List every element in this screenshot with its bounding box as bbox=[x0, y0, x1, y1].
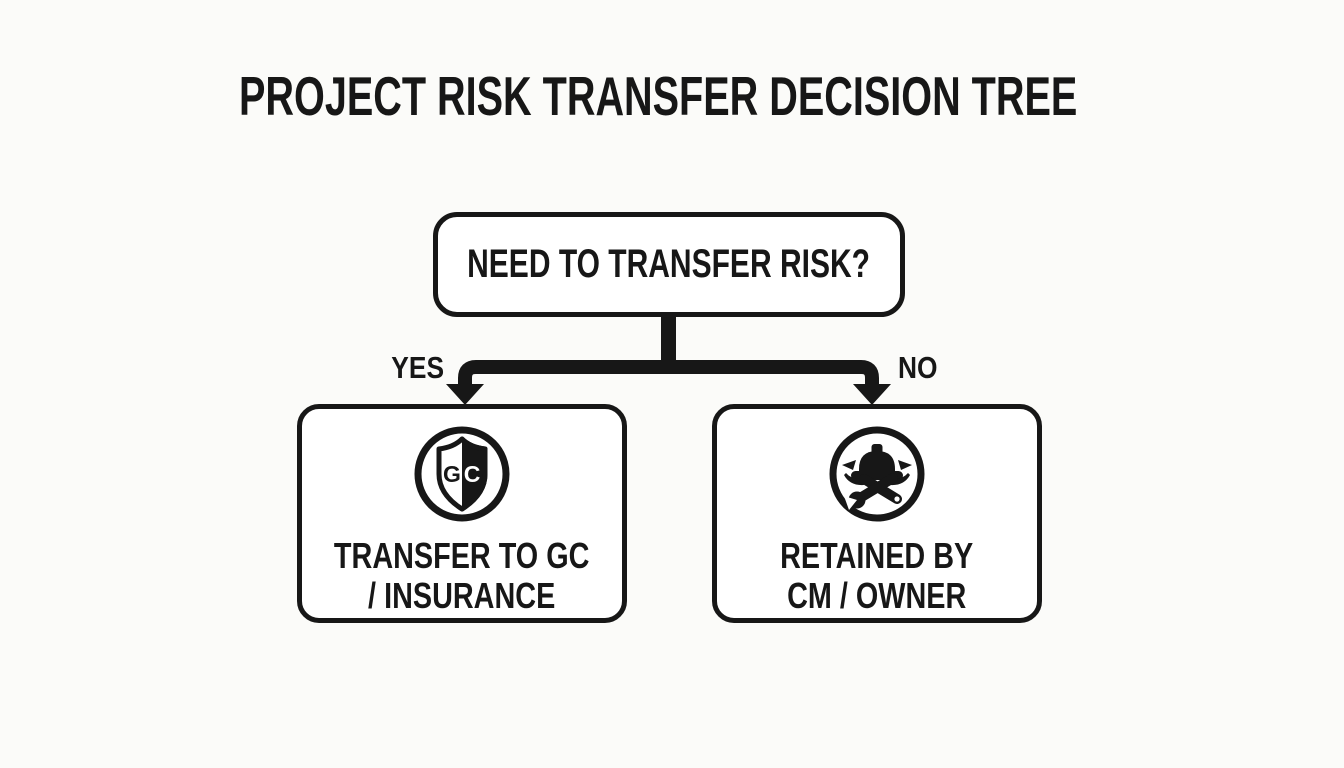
transfer-outcome-line2: / INSURANCE bbox=[368, 575, 556, 616]
no-arrowhead bbox=[853, 384, 891, 405]
hardhat-left-flag bbox=[842, 460, 856, 470]
yes-branch-label: YES bbox=[391, 350, 444, 385]
no-branch-label: NO bbox=[898, 350, 938, 385]
page-title: PROJECT RISK TRANSFER DECISION TREE bbox=[0, 68, 1316, 124]
page-title-text: PROJECT RISK TRANSFER DECISION TREE bbox=[238, 65, 1078, 127]
transfer-outcome-line1: TRANSFER TO GC bbox=[334, 535, 590, 576]
root-question-label: NEED TO TRANSFER RISK? bbox=[467, 242, 871, 286]
shield-icon-ring bbox=[414, 426, 510, 522]
hardhat-icon-ring bbox=[829, 426, 925, 522]
screwdriver-hole bbox=[894, 496, 900, 502]
connector-bar bbox=[458, 360, 879, 387]
hardhat-right-flag bbox=[898, 460, 912, 470]
shield-letter-c: C bbox=[464, 461, 481, 487]
hardhat-dome bbox=[859, 451, 895, 474]
shield-gc-icon: G C bbox=[414, 426, 510, 522]
outcome-node-retained: RETAINED BY CM / OWNER bbox=[712, 404, 1042, 623]
hardhat-left-swoosh bbox=[844, 473, 864, 486]
retained-outcome-line1: RETAINED BY bbox=[780, 535, 974, 576]
hardhat-tools-icon bbox=[829, 426, 925, 522]
wrench-jaw-notch bbox=[844, 496, 857, 510]
yes-arrowhead bbox=[446, 384, 484, 405]
retained-outcome-label: RETAINED BY CM / OWNER bbox=[756, 536, 997, 616]
shield-dark-half bbox=[462, 436, 488, 512]
shield-letter-g: G bbox=[443, 461, 461, 487]
outcome-node-transfer: G C TRANSFER TO GC / INSURANCE bbox=[297, 404, 627, 623]
connector-stem bbox=[661, 310, 676, 370]
retained-outcome-line2: CM / OWNER bbox=[787, 575, 967, 616]
transfer-outcome-label: TRANSFER TO GC / INSURANCE bbox=[302, 536, 621, 616]
root-question-node: NEED TO TRANSFER RISK? bbox=[433, 212, 905, 317]
wrench-handle bbox=[855, 473, 898, 503]
